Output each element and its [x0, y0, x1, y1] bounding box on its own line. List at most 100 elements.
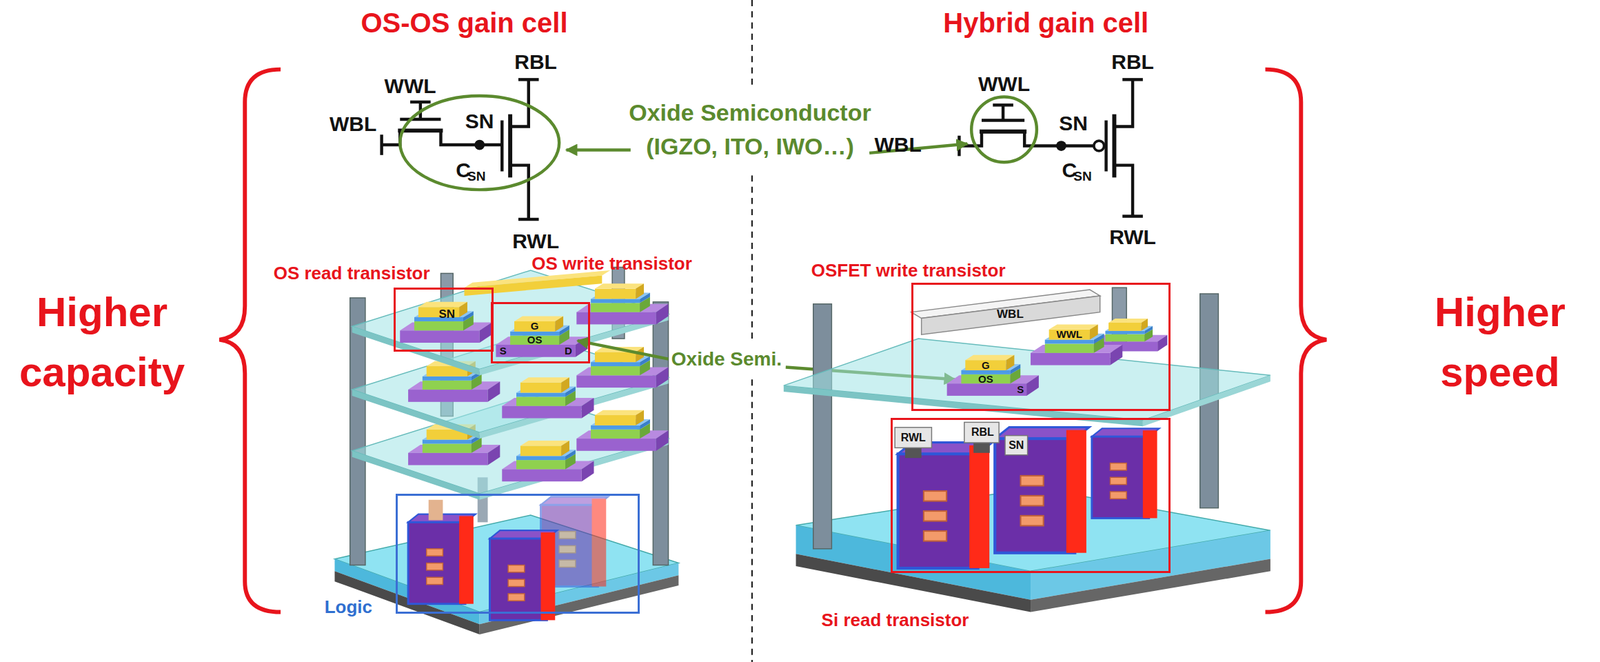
glass-layer — [783, 338, 1271, 420]
os-transistor — [495, 316, 588, 358]
circuit-wire — [500, 120, 504, 172]
si-transistor — [898, 442, 993, 569]
glass-layer — [783, 338, 1271, 427]
circuit-wire — [1111, 114, 1117, 178]
terminal-label: WWL — [1056, 328, 1083, 341]
circuit-wire — [1122, 77, 1143, 81]
component-heading: Logic — [324, 596, 373, 617]
os-transistor — [576, 283, 668, 324]
subscript: SN — [467, 168, 486, 184]
component-box: OS write transistorGSOSD — [490, 301, 591, 364]
circuit-wire — [979, 129, 1027, 134]
os-transistor — [576, 346, 668, 388]
word-line-bar — [464, 275, 603, 296]
terminal-label: D — [564, 345, 573, 358]
circuit-node-dot — [474, 139, 485, 151]
terminal-label: RBL — [971, 426, 995, 439]
si-transistor — [894, 421, 1159, 569]
terminal-label: S — [499, 345, 507, 358]
signal-name: RWL — [512, 229, 560, 253]
terminal-label: RWL — [900, 431, 926, 444]
terminal-label: G — [530, 320, 540, 333]
material-callout: Oxide Semi. — [671, 348, 782, 370]
word-line-bar — [464, 270, 611, 296]
terminal-label: G — [981, 359, 990, 371]
circuit-wire — [508, 114, 513, 178]
component-heading: OS read transistor — [273, 263, 431, 284]
si-transistor — [973, 442, 990, 453]
component-box: Si read transistorRWLRBLSN — [890, 417, 1171, 573]
substrate-slab — [1030, 559, 1271, 613]
circuit-wire — [518, 77, 540, 81]
terminal-label: OS — [527, 334, 543, 347]
signal-name: SN — [1058, 110, 1088, 134]
pmos-bubble — [1094, 140, 1105, 151]
glass-layer — [352, 270, 669, 376]
terminal-label: WBL — [996, 307, 1024, 321]
divider-line — [751, 0, 753, 87]
divider-line — [751, 175, 753, 340]
panel-title: OS-OS gain cell — [360, 7, 568, 38]
leader-arrow — [566, 148, 631, 151]
si-transistor — [894, 427, 932, 449]
circuit-wire — [1114, 79, 1133, 127]
pillar — [813, 304, 833, 549]
si-transistor — [994, 426, 1090, 553]
benefit-label: Higher speed — [1410, 281, 1590, 402]
benefit-label: Higher capacity — [8, 281, 196, 402]
signal-name: RWL — [1109, 225, 1157, 249]
brace — [219, 69, 281, 613]
signal-name: RBL — [514, 49, 558, 73]
circuit-wire — [381, 79, 1143, 220]
si-transistor — [964, 421, 999, 443]
terminal-label: SN — [439, 307, 456, 321]
oxide-highlight — [399, 95, 1037, 190]
si-transistor — [905, 447, 922, 458]
os-transistor — [576, 410, 668, 451]
os-transistor — [501, 440, 594, 482]
terminal-label: S — [1016, 383, 1024, 396]
component-heading: OSFET write transistor — [811, 260, 1006, 281]
circuit-wire — [440, 130, 480, 145]
component-heading: Si read transistor — [821, 610, 970, 631]
pillar — [350, 297, 366, 566]
signal-name: SN — [465, 108, 495, 132]
signal-name: WWL — [978, 72, 1030, 96]
os-transistor — [947, 318, 1168, 396]
component-heading: OS write transistor — [531, 252, 693, 273]
brace — [1264, 69, 1327, 613]
brace — [219, 69, 1327, 613]
signal-name: WBL — [874, 132, 921, 156]
material-callout: Oxide Semiconductor (IGZO, ITO, IWO…) — [619, 95, 881, 165]
logic-transistor — [408, 514, 476, 604]
os-transistor — [947, 355, 1039, 396]
circuit-wire — [410, 100, 431, 104]
oxide-highlight — [971, 97, 1037, 163]
signal-name: RBL — [1111, 49, 1154, 73]
si-transistor — [1091, 428, 1160, 518]
terminal-label: SN — [1008, 439, 1024, 452]
os-transistor — [399, 283, 668, 358]
circuit-wire — [381, 130, 401, 145]
logic-transistor — [408, 477, 609, 620]
si-transistor — [1005, 435, 1028, 455]
circuit-node-dot — [1056, 140, 1067, 151]
logic-region-box: Logic — [395, 493, 640, 615]
circuit-wire — [1122, 214, 1143, 218]
component-box: OS read transistorSN — [393, 287, 494, 352]
panel-title: Hybrid gain cell — [943, 7, 1149, 38]
leader-arrow — [577, 340, 669, 360]
circuit-wire — [510, 165, 529, 220]
circuit-wire — [1024, 131, 1061, 147]
circuit-wire — [992, 103, 1014, 107]
logic-transistor — [490, 530, 558, 620]
substrate-slab — [335, 514, 680, 635]
divider-line — [751, 379, 753, 662]
circuit-wire — [518, 217, 540, 221]
component-box: OSFET write transistorWBLWWLGOSS — [911, 282, 1171, 411]
glass-layer — [352, 270, 669, 369]
subscript: SN — [1073, 168, 1092, 184]
logic-transistor — [428, 499, 444, 521]
os-transistor — [1030, 323, 1123, 365]
